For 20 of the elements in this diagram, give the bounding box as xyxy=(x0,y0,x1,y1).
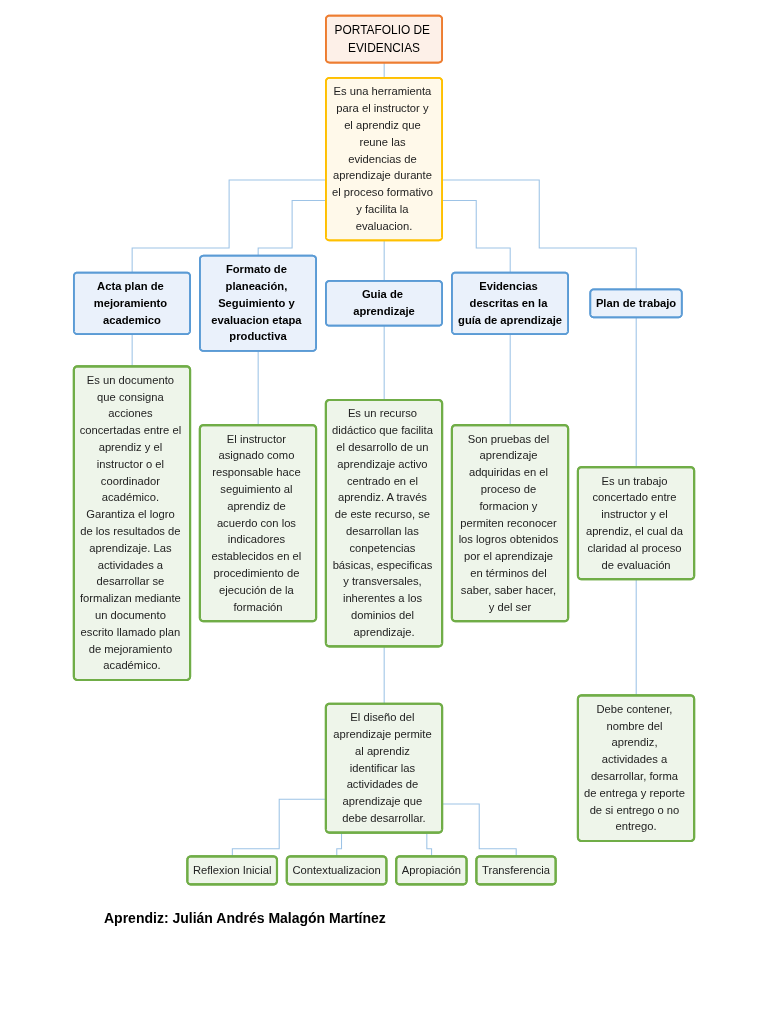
text-box: Contextualizacion xyxy=(285,855,388,886)
text-box: Apropiación xyxy=(395,855,468,886)
header-box: Guia de aprendizaje xyxy=(325,280,443,327)
header-box: Acta plan de mejoramiento academico xyxy=(73,271,191,335)
author-note: Aprendiz: Julián Andrés Malagón Martínez xyxy=(104,910,387,926)
text-box: Transferencia xyxy=(475,855,557,886)
header-box: Formato de planeación, Seguimiento y evaluacion etapa productiva xyxy=(199,254,317,352)
text-box: El instructor asignado como responsable hace seguimiento al aprendiz de acuerdo con los indicadores establecidos en el procedimiento de ejecución de la formación xyxy=(198,424,318,623)
header-box: Evidencias descritas en la guía de aprendizaje xyxy=(451,271,569,335)
connector xyxy=(383,240,385,282)
text-box: Es un trabajo concertado entre instructor y el aprendiz, el cual da claridad al proceso de evaluación xyxy=(576,466,696,581)
header-box: Plan de trabajo xyxy=(589,288,683,319)
text-box: Reflexion Inicial xyxy=(186,855,279,886)
text-box: Es un recurso didáctico que facilita el desarrollo de un aprendizaje activo centrado en el aprendiz. A través de este recurso, se desarrollan las conpetencias básicas, especificas y transversales, inherentes a los dominios del aprendizaje. xyxy=(324,398,444,648)
text-box: Debe contener, nombre del aprendiz, actividades a desarrollar, forma de entrega y reporte de si entrego o no entrego. xyxy=(576,694,696,843)
text-box: Son pruebas del aprendizaje adquiridas en el proceso de formacion y permiten reconocer los logros obtenidos por el aprendizaje en términos del saber, saber hacer, y del ser xyxy=(450,424,570,623)
text-box: Es un documento que consigna acciones concertadas entre el aprendiz y el instructor o el coordinador académico. Garantiza el logro de los resultados de aprendizaje. Las actividades a desarrollar se formalizan mediante un documento escrito llamado plan de mejoramiento académico. xyxy=(72,365,192,682)
text-box: El diseño del aprendizaje permite al aprendiz identificar las actividades de aprendizaje que debe desarrollar. xyxy=(324,702,444,834)
text-box: PORTAFOLIO DE EVIDENCIAS xyxy=(325,14,443,64)
text-box: Es una herramienta para el instructor y el aprendiz que reune las evidencias de aprendizaje durante el proceso formativo y facilita la evaluacion. xyxy=(325,77,443,242)
